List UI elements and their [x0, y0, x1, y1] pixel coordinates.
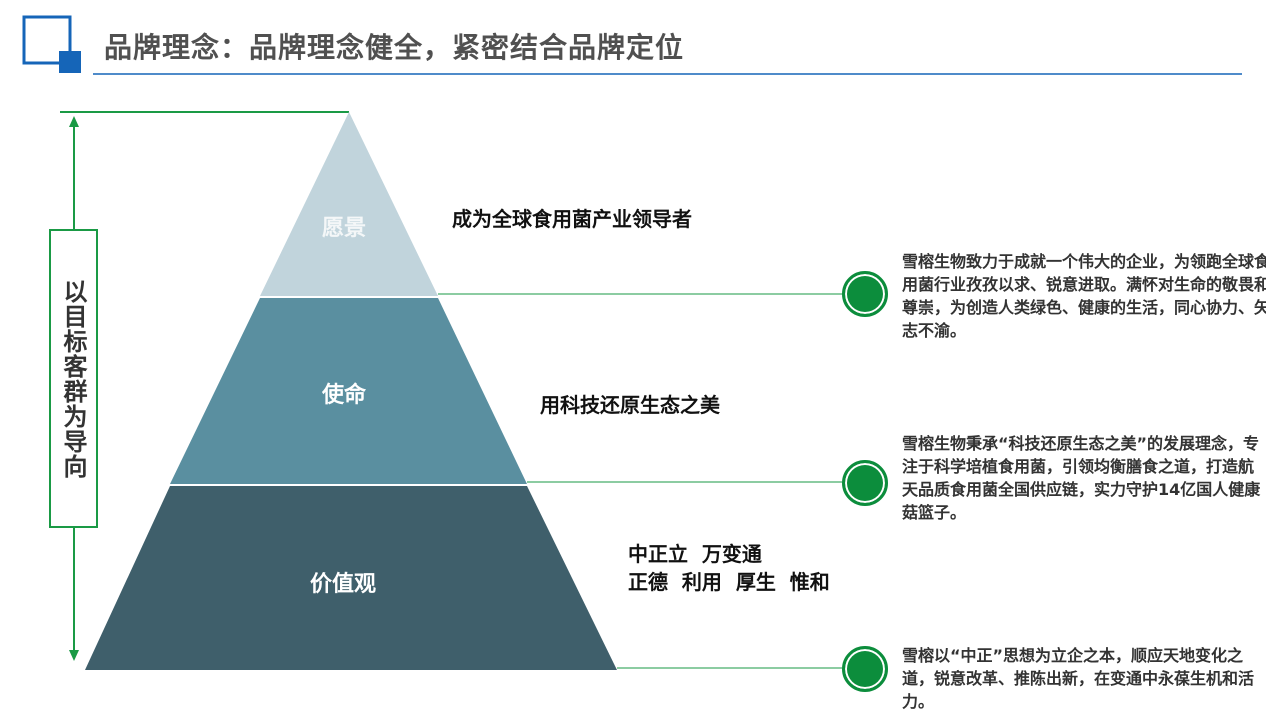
values-description: 雪榕以“中正”思想为立企之本，顺应天地变化之道，锐意改革、推陈出新，在变通中永葆… — [902, 646, 1255, 711]
mission-statement: 用科技还原生态之美 — [540, 393, 720, 417]
vision-description: 雪榕生物致力于成就一个伟大的企业，为领跑全球食用菌行业孜孜以求、锐意进取。满怀对… — [902, 252, 1266, 340]
mission-description: 雪榕生物秉承“科技还原生态之美”的发展理念，专注于科学培植食用菌，引领均衡膳食之… — [902, 434, 1261, 522]
circle-bullet-icon — [842, 460, 888, 506]
pyramid-tier-values — [85, 486, 617, 670]
arrow-down-icon — [69, 650, 79, 661]
pyramid-tier-vision — [260, 112, 438, 296]
logo-square-outline — [22, 15, 72, 65]
logo-square-fill — [59, 51, 81, 73]
values-statement-1: 中正立 万变通 — [628, 542, 762, 566]
values-statement-2: 正德 利用 厚生 惟和 — [628, 570, 830, 594]
tier-label-values: 价值观 — [310, 572, 377, 597]
tier-label-vision: 愿景 — [322, 216, 367, 241]
pyramid-tier-mission — [170, 298, 527, 484]
tier-label-mission: 使命 — [322, 383, 367, 408]
circle-bullet-icon — [842, 271, 888, 317]
side-label: 以目标客群为导向 — [49, 229, 98, 528]
page-title: 品牌理念：品牌理念健全，紧密结合品牌定位 — [104, 31, 685, 64]
circle-bullet-icon — [842, 646, 888, 692]
vision-statement: 成为全球食用菌产业领导者 — [452, 207, 692, 231]
arrow-up-icon — [69, 116, 79, 127]
